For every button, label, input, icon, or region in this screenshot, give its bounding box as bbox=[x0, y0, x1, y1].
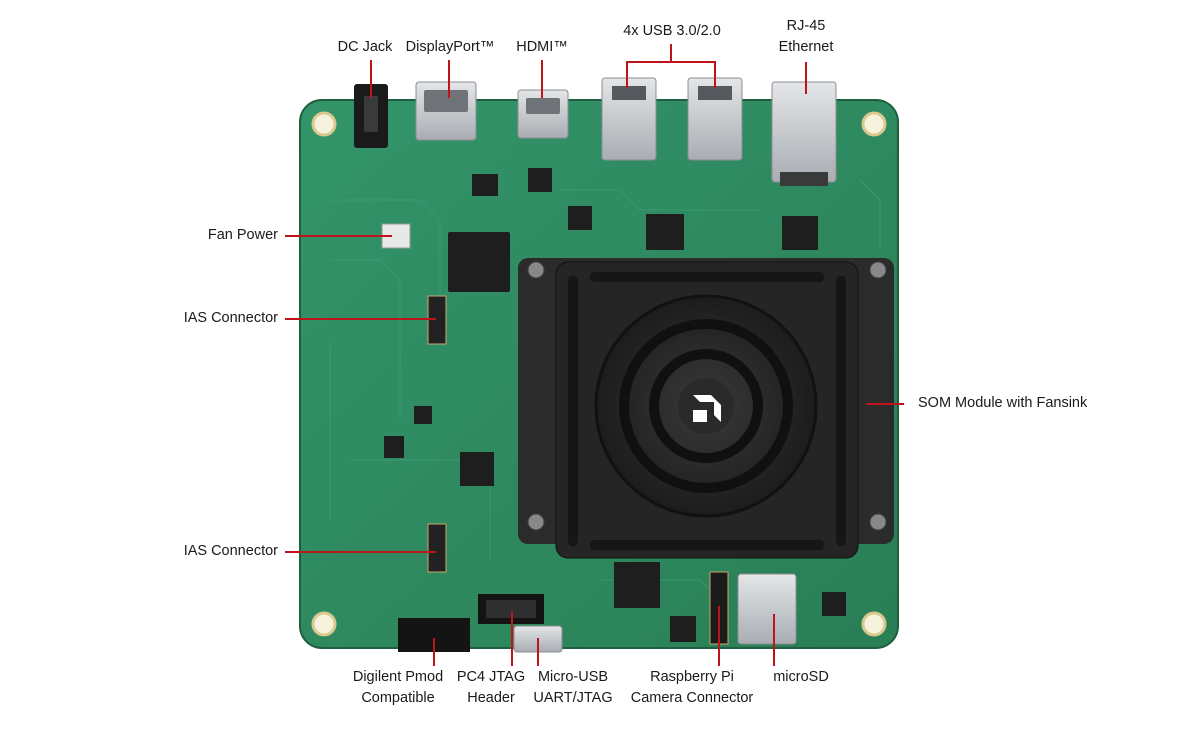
usb-connector-left bbox=[601, 77, 657, 161]
microsd-slot bbox=[737, 573, 797, 645]
som-module bbox=[518, 258, 894, 559]
label-pmod: Digilent Pmod Compatible bbox=[352, 669, 444, 706]
usb-connector-right bbox=[687, 77, 743, 161]
label-rpi-camera: Raspberry Pi Camera Connector bbox=[630, 669, 754, 706]
ias-connector-bottom-part bbox=[427, 523, 447, 573]
mount-hole bbox=[311, 111, 337, 137]
label-hdmi: HDMI™ bbox=[516, 39, 568, 55]
label-ias-connector-top: IAS Connector bbox=[183, 310, 278, 326]
label-displayport: DisplayPort™ bbox=[405, 39, 495, 55]
displayport-connector bbox=[415, 81, 477, 141]
dc-jack bbox=[354, 84, 388, 148]
amd-logo-icon bbox=[693, 395, 721, 422]
label-fan-power: Fan Power bbox=[207, 227, 278, 243]
rj45-connector bbox=[771, 81, 837, 186]
hdmi-connector bbox=[517, 89, 569, 139]
label-microsd: microSD bbox=[773, 669, 829, 685]
label-som-module: SOM Module with Fansink bbox=[918, 395, 1088, 411]
label-ethernet: RJ-45 Ethernet bbox=[778, 18, 834, 55]
mount-hole bbox=[311, 611, 337, 637]
label-jtag: PC4 JTAG Header bbox=[456, 669, 526, 706]
screw bbox=[527, 513, 545, 531]
screw bbox=[869, 513, 887, 531]
mount-hole bbox=[861, 611, 887, 637]
label-dc-jack: DC Jack bbox=[337, 39, 393, 55]
leader-lines bbox=[285, 44, 904, 666]
label-usb-ports: 4x USB 3.0/2.0 bbox=[623, 23, 721, 39]
mounting-holes bbox=[311, 111, 887, 637]
label-ias-connector-bottom: IAS Connector bbox=[183, 543, 278, 559]
label-microusb: Micro-USB UART/JTAG bbox=[533, 669, 613, 706]
screw bbox=[527, 261, 545, 279]
pcb-chips bbox=[384, 168, 846, 642]
screw bbox=[869, 261, 887, 279]
mount-hole bbox=[861, 111, 887, 137]
